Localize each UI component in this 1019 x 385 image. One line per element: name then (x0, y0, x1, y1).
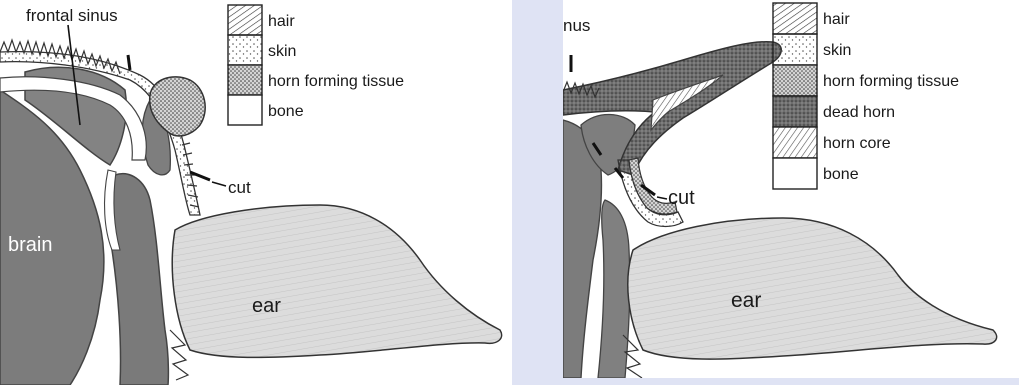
cut-mark-side (190, 172, 210, 180)
cut-mark-top (128, 55, 130, 70)
legend-item-horn-forming-tissue: horn forming tissue (268, 73, 404, 90)
legend-horned: hair skin horn forming tissue dead horn … (773, 3, 959, 189)
diagram-panel-horned: nus cut ear hair skin horn forming tissu… (563, 0, 1019, 378)
cut-leader-right (657, 197, 667, 199)
legend-item-horn-core: horn core (823, 135, 891, 152)
label-ear-right: ear (731, 289, 761, 312)
polled-head-diagram: frontal sinus brain ear cut hair skin ho… (0, 0, 512, 385)
label-cut: cut (228, 178, 251, 197)
legend-item-skin-right: skin (823, 42, 851, 59)
cut-leader (212, 182, 226, 186)
legend-item-dead-horn: dead horn (823, 104, 895, 121)
label-ear: ear (252, 295, 281, 317)
legend-item-hair: hair (268, 13, 295, 30)
tissue-column (598, 200, 630, 378)
label-cut-right: cut (668, 187, 695, 209)
diagram-panel-polled: frontal sinus brain ear cut hair skin ho… (0, 0, 512, 385)
legend-polled: hair skin horn forming tissue bone (228, 5, 404, 125)
label-frontal-sinus: frontal sinus (26, 6, 118, 25)
legend-item-horn-forming-tissue-right: horn forming tissue (823, 73, 959, 90)
legend-item-skin: skin (268, 43, 296, 60)
ear-shape-right (628, 218, 997, 359)
legend-item-hair-right: hair (823, 11, 850, 28)
label-brain: brain (8, 234, 52, 256)
ear-shape (172, 205, 501, 357)
legend-item-bone-right: bone (823, 166, 859, 183)
legend-item-bone: bone (268, 103, 304, 120)
label-sinus-fragment: nus (563, 16, 590, 35)
horned-head-diagram: nus cut ear hair skin horn forming tissu… (563, 0, 1019, 378)
skull-tissue-mid (110, 174, 168, 385)
